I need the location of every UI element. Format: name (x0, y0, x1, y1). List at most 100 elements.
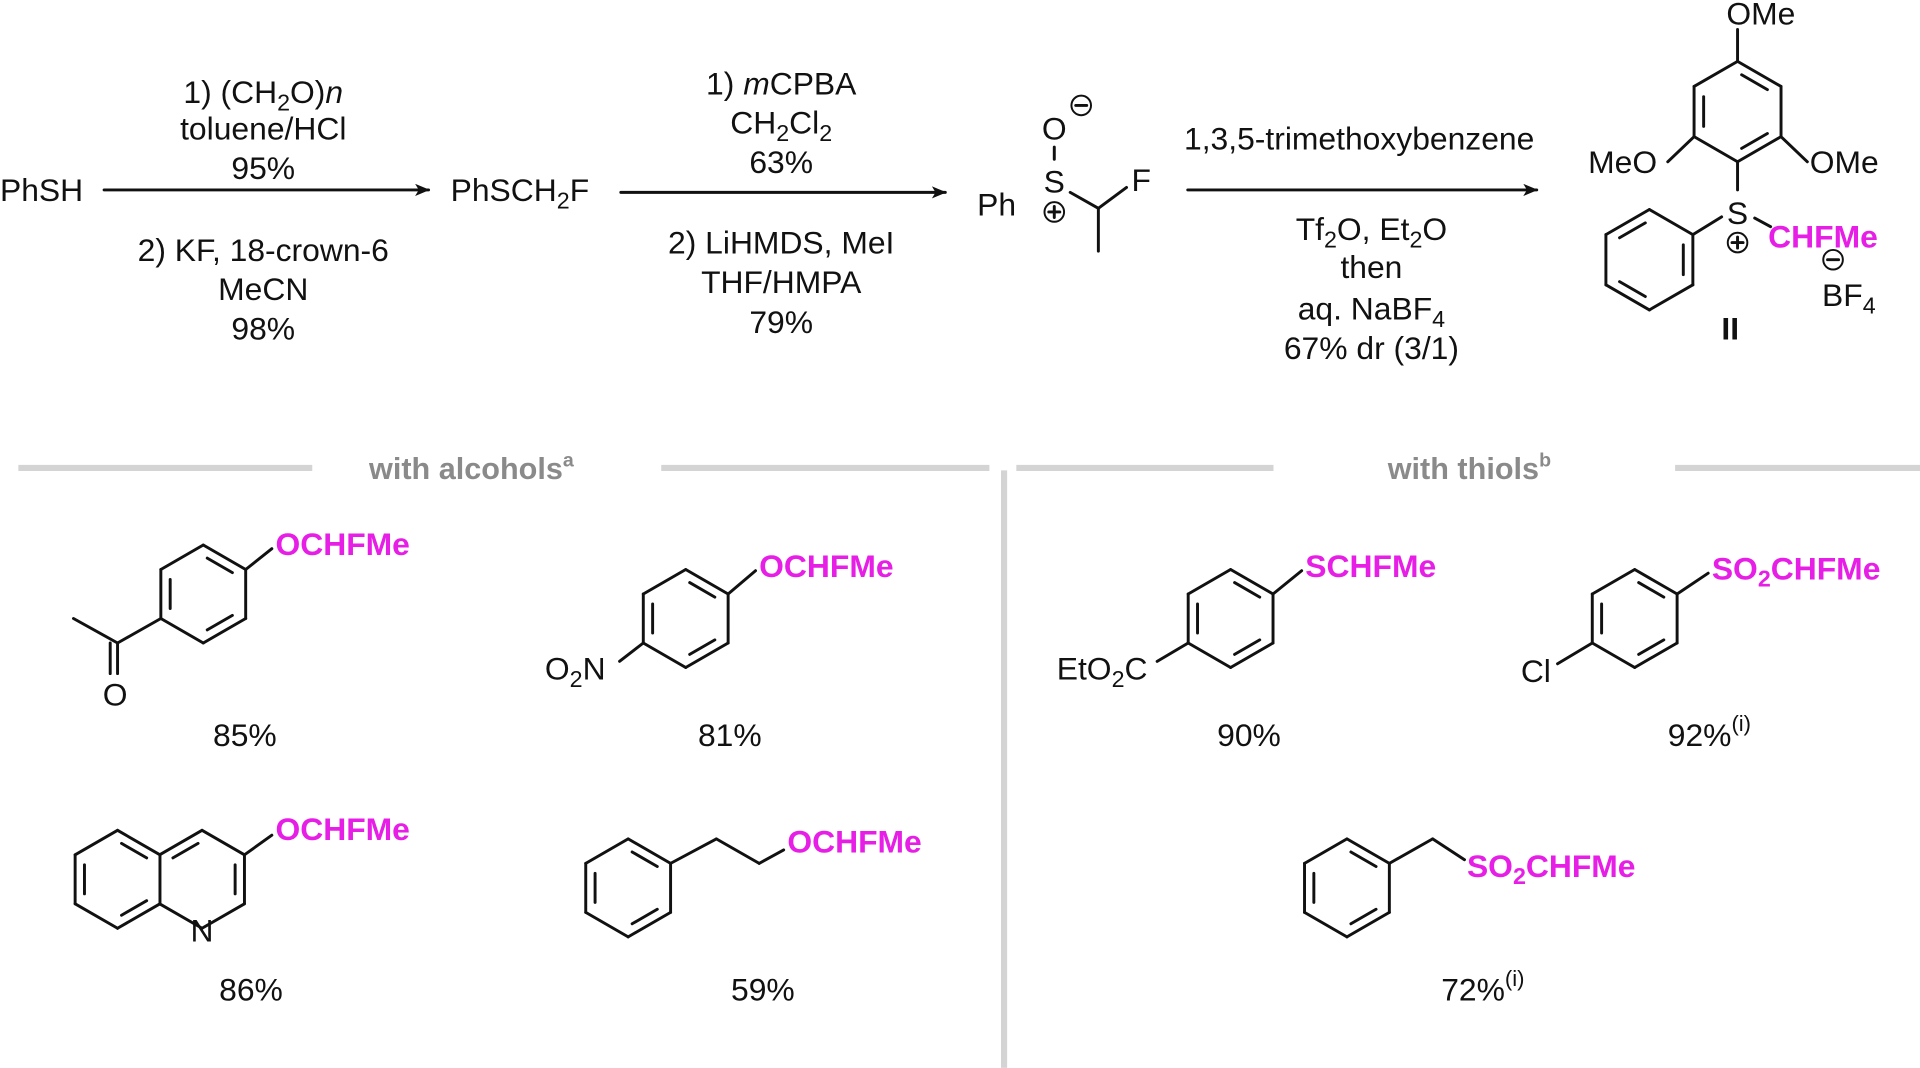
ring-bond (1736, 59, 1783, 88)
bond (1675, 571, 1710, 596)
step2-reagent-2: 2) LiHMDS, MeI (668, 225, 894, 261)
bond (1155, 641, 1190, 663)
double-bond (1349, 907, 1378, 926)
double-bond (1637, 581, 1666, 599)
yield-label: 92%(i) (1668, 711, 1751, 753)
ring-bond (584, 910, 630, 939)
step3-yield: 67% dr (3/1) (1284, 330, 1459, 366)
negative-charge-icon (1822, 248, 1844, 271)
double-bond (688, 638, 717, 656)
ring-bond (1604, 283, 1651, 312)
step3-reagent-2: Tf2O, Et2O (1296, 211, 1447, 252)
bond (244, 547, 274, 571)
alcohol-product-2: OCHFMe O2N 81% (545, 548, 894, 753)
svg-text:N: N (191, 913, 214, 949)
svg-text:OCHFMe: OCHFMe (759, 548, 893, 584)
bond (1387, 837, 1435, 865)
intermediate-1: PhSCH2F (451, 172, 590, 213)
yield-label: 86% (219, 972, 283, 1008)
bond (726, 569, 757, 596)
double-bond (1637, 638, 1666, 656)
start-material: PhSH (0, 172, 83, 208)
svg-text:OCHFMe: OCHFMe (276, 526, 410, 562)
ring-bond (1736, 135, 1783, 164)
bond (714, 837, 761, 865)
bond (116, 617, 163, 645)
alcohol-product-4: OCHFMe 59% (731, 823, 922, 1007)
bond (1779, 135, 1809, 164)
bond (72, 617, 120, 645)
positive-charge-icon (1043, 201, 1066, 223)
ring-bond (1590, 568, 1637, 596)
double-bond (1740, 73, 1769, 92)
thiol-product-1: SCHFMe EtO2C 90% (1057, 548, 1436, 753)
step3-reagent: 1,3,5-trimethoxybenzene (1184, 121, 1534, 157)
bond-drawings (72, 28, 1844, 939)
compound-label: II (1721, 310, 1739, 346)
svg-text:SO2CHFMe: SO2CHFMe (1467, 848, 1636, 889)
ring-bond (1647, 283, 1695, 312)
svg-text:OCHFMe: OCHFMe (787, 823, 921, 859)
double-bond (1349, 850, 1378, 868)
ring-bond (1345, 837, 1391, 865)
svg-text:SO2CHFMe: SO2CHFMe (1712, 550, 1881, 591)
double-bond (630, 850, 659, 868)
double-bond (120, 899, 149, 917)
fluorine-atom: F (1131, 162, 1150, 198)
double-bond (1618, 221, 1647, 240)
svg-text:OCHFMe: OCHFMe (276, 811, 410, 847)
ring-bond (200, 902, 246, 930)
svg-text:O: O (103, 676, 128, 712)
double-bond (630, 907, 659, 926)
ring-bond (1186, 568, 1233, 596)
sulfonium-atom: S (1727, 195, 1748, 231)
ring-bond (159, 543, 205, 571)
bond (1068, 190, 1100, 210)
positive-charge-icon (1726, 231, 1749, 254)
counterion: BF4 (1822, 277, 1876, 318)
alcohol-product-1: OCHFMe O 85% (103, 526, 410, 753)
ring-bond (1345, 910, 1391, 939)
ring-bond (584, 837, 630, 865)
alcohol-product-3: OCHFMe N 86% (191, 811, 410, 1007)
bond (618, 641, 645, 663)
svg-text:EtO2C: EtO2C (1057, 651, 1148, 692)
phenyl-label: Ph (977, 187, 1016, 223)
step1-yield-1: 95% (231, 150, 295, 186)
ring-bond (73, 828, 120, 857)
ring-bond (1633, 641, 1679, 669)
bond (1096, 186, 1128, 210)
bond (1666, 135, 1696, 164)
ring-bond (73, 902, 120, 930)
bond (242, 833, 274, 857)
bond (757, 848, 786, 865)
ring-bond (684, 641, 730, 669)
product-II-structure: OMe MeO OMe S CHFMe BF4 II (1588, 0, 1879, 346)
thiol-product-3: SO2CHFMe 72%(i) (1441, 848, 1635, 1008)
step2-reagent-1: 1) mCPBA (706, 65, 857, 101)
svg-text:O2N: O2N (545, 651, 606, 692)
double-bond (688, 581, 717, 599)
svg-text:Cl: Cl (1521, 653, 1551, 689)
ring-bond (1604, 208, 1651, 237)
step3-then: then (1340, 249, 1402, 285)
ring-bond (158, 902, 204, 930)
svg-text:SCHFMe: SCHFMe (1305, 548, 1436, 584)
yield-label: 72%(i) (1441, 966, 1524, 1008)
ring-bond (1692, 135, 1740, 164)
double-bond (205, 613, 234, 632)
step2-yield-1: 63% (749, 144, 813, 180)
double-bond (205, 556, 234, 575)
ring-bond (1303, 837, 1349, 865)
sulfur-atom: S (1044, 163, 1065, 199)
bond (1556, 641, 1594, 666)
yield-label: 59% (731, 972, 795, 1008)
ring-bond (1633, 568, 1679, 596)
bond (1271, 569, 1304, 596)
ring-bond (626, 910, 673, 939)
bond (1691, 215, 1724, 237)
step3-reagent-3: aq. NaBF4 (1298, 291, 1445, 332)
step1-solvent: MeCN (218, 271, 308, 307)
section-header-alcohols: with alcoholsa (368, 450, 575, 486)
step1-reagent-2: toluene/HCl (180, 111, 346, 147)
